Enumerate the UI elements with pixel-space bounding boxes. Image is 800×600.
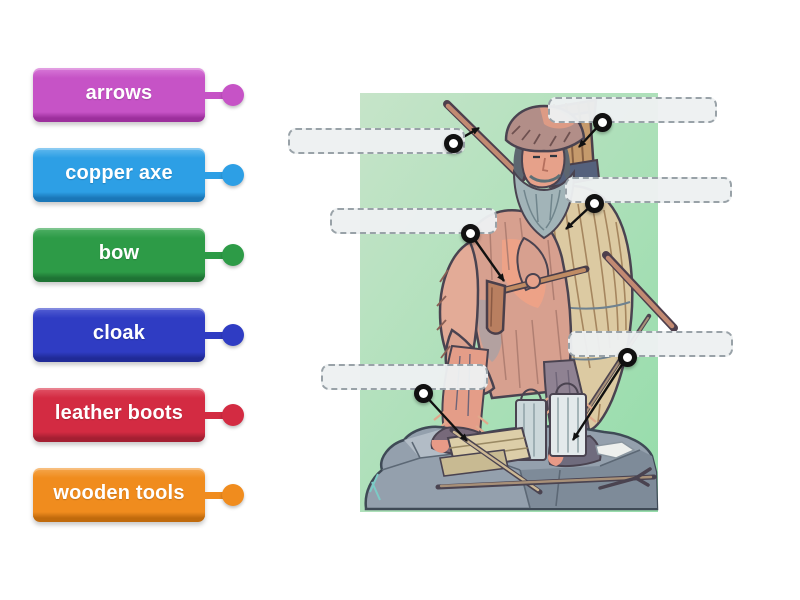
label-connector-dot[interactable] [222, 164, 244, 186]
label-connector-dot[interactable] [222, 324, 244, 346]
drop-zone-6[interactable] [568, 331, 733, 357]
label-connector [204, 172, 226, 179]
pin-dot-2[interactable] [460, 223, 480, 243]
label-button-cloak[interactable]: cloak [33, 308, 205, 362]
drop-zone-5[interactable] [321, 364, 488, 390]
label-connector-dot[interactable] [222, 244, 244, 266]
pin-dot-6[interactable] [617, 347, 637, 367]
label-connector-dot[interactable] [222, 84, 244, 106]
pin-arrow-5 [422, 392, 468, 442]
label-button-bow[interactable]: bow [33, 228, 205, 282]
label-connector [204, 492, 226, 499]
bow-stave [443, 100, 526, 182]
label-button-arrows[interactable]: arrows [33, 68, 205, 122]
label-connector-dot[interactable] [222, 484, 244, 506]
drop-zone-1[interactable] [288, 128, 465, 154]
head [504, 104, 586, 240]
pin-dot-1[interactable] [443, 133, 463, 153]
label-connector [204, 332, 226, 339]
bow-lower-limb [602, 251, 678, 332]
label-connector [204, 412, 226, 419]
label-connector [204, 252, 226, 259]
drop-zone-3[interactable] [548, 97, 717, 123]
label-connector [204, 92, 226, 99]
label-button-wooden-tools[interactable]: wooden tools [33, 468, 205, 522]
label-button-copper-axe[interactable]: copper axe [33, 148, 205, 202]
pin-arrow-6 [571, 356, 629, 441]
pin-dot-4[interactable] [584, 193, 604, 213]
label-connector-dot[interactable] [222, 404, 244, 426]
pin-dot-5[interactable] [413, 383, 433, 403]
copper-axe [485, 236, 590, 335]
pin-dot-3[interactable] [592, 112, 612, 132]
wooden-tools [435, 382, 657, 495]
label-button-leather-boots[interactable]: leather boots [33, 388, 205, 442]
